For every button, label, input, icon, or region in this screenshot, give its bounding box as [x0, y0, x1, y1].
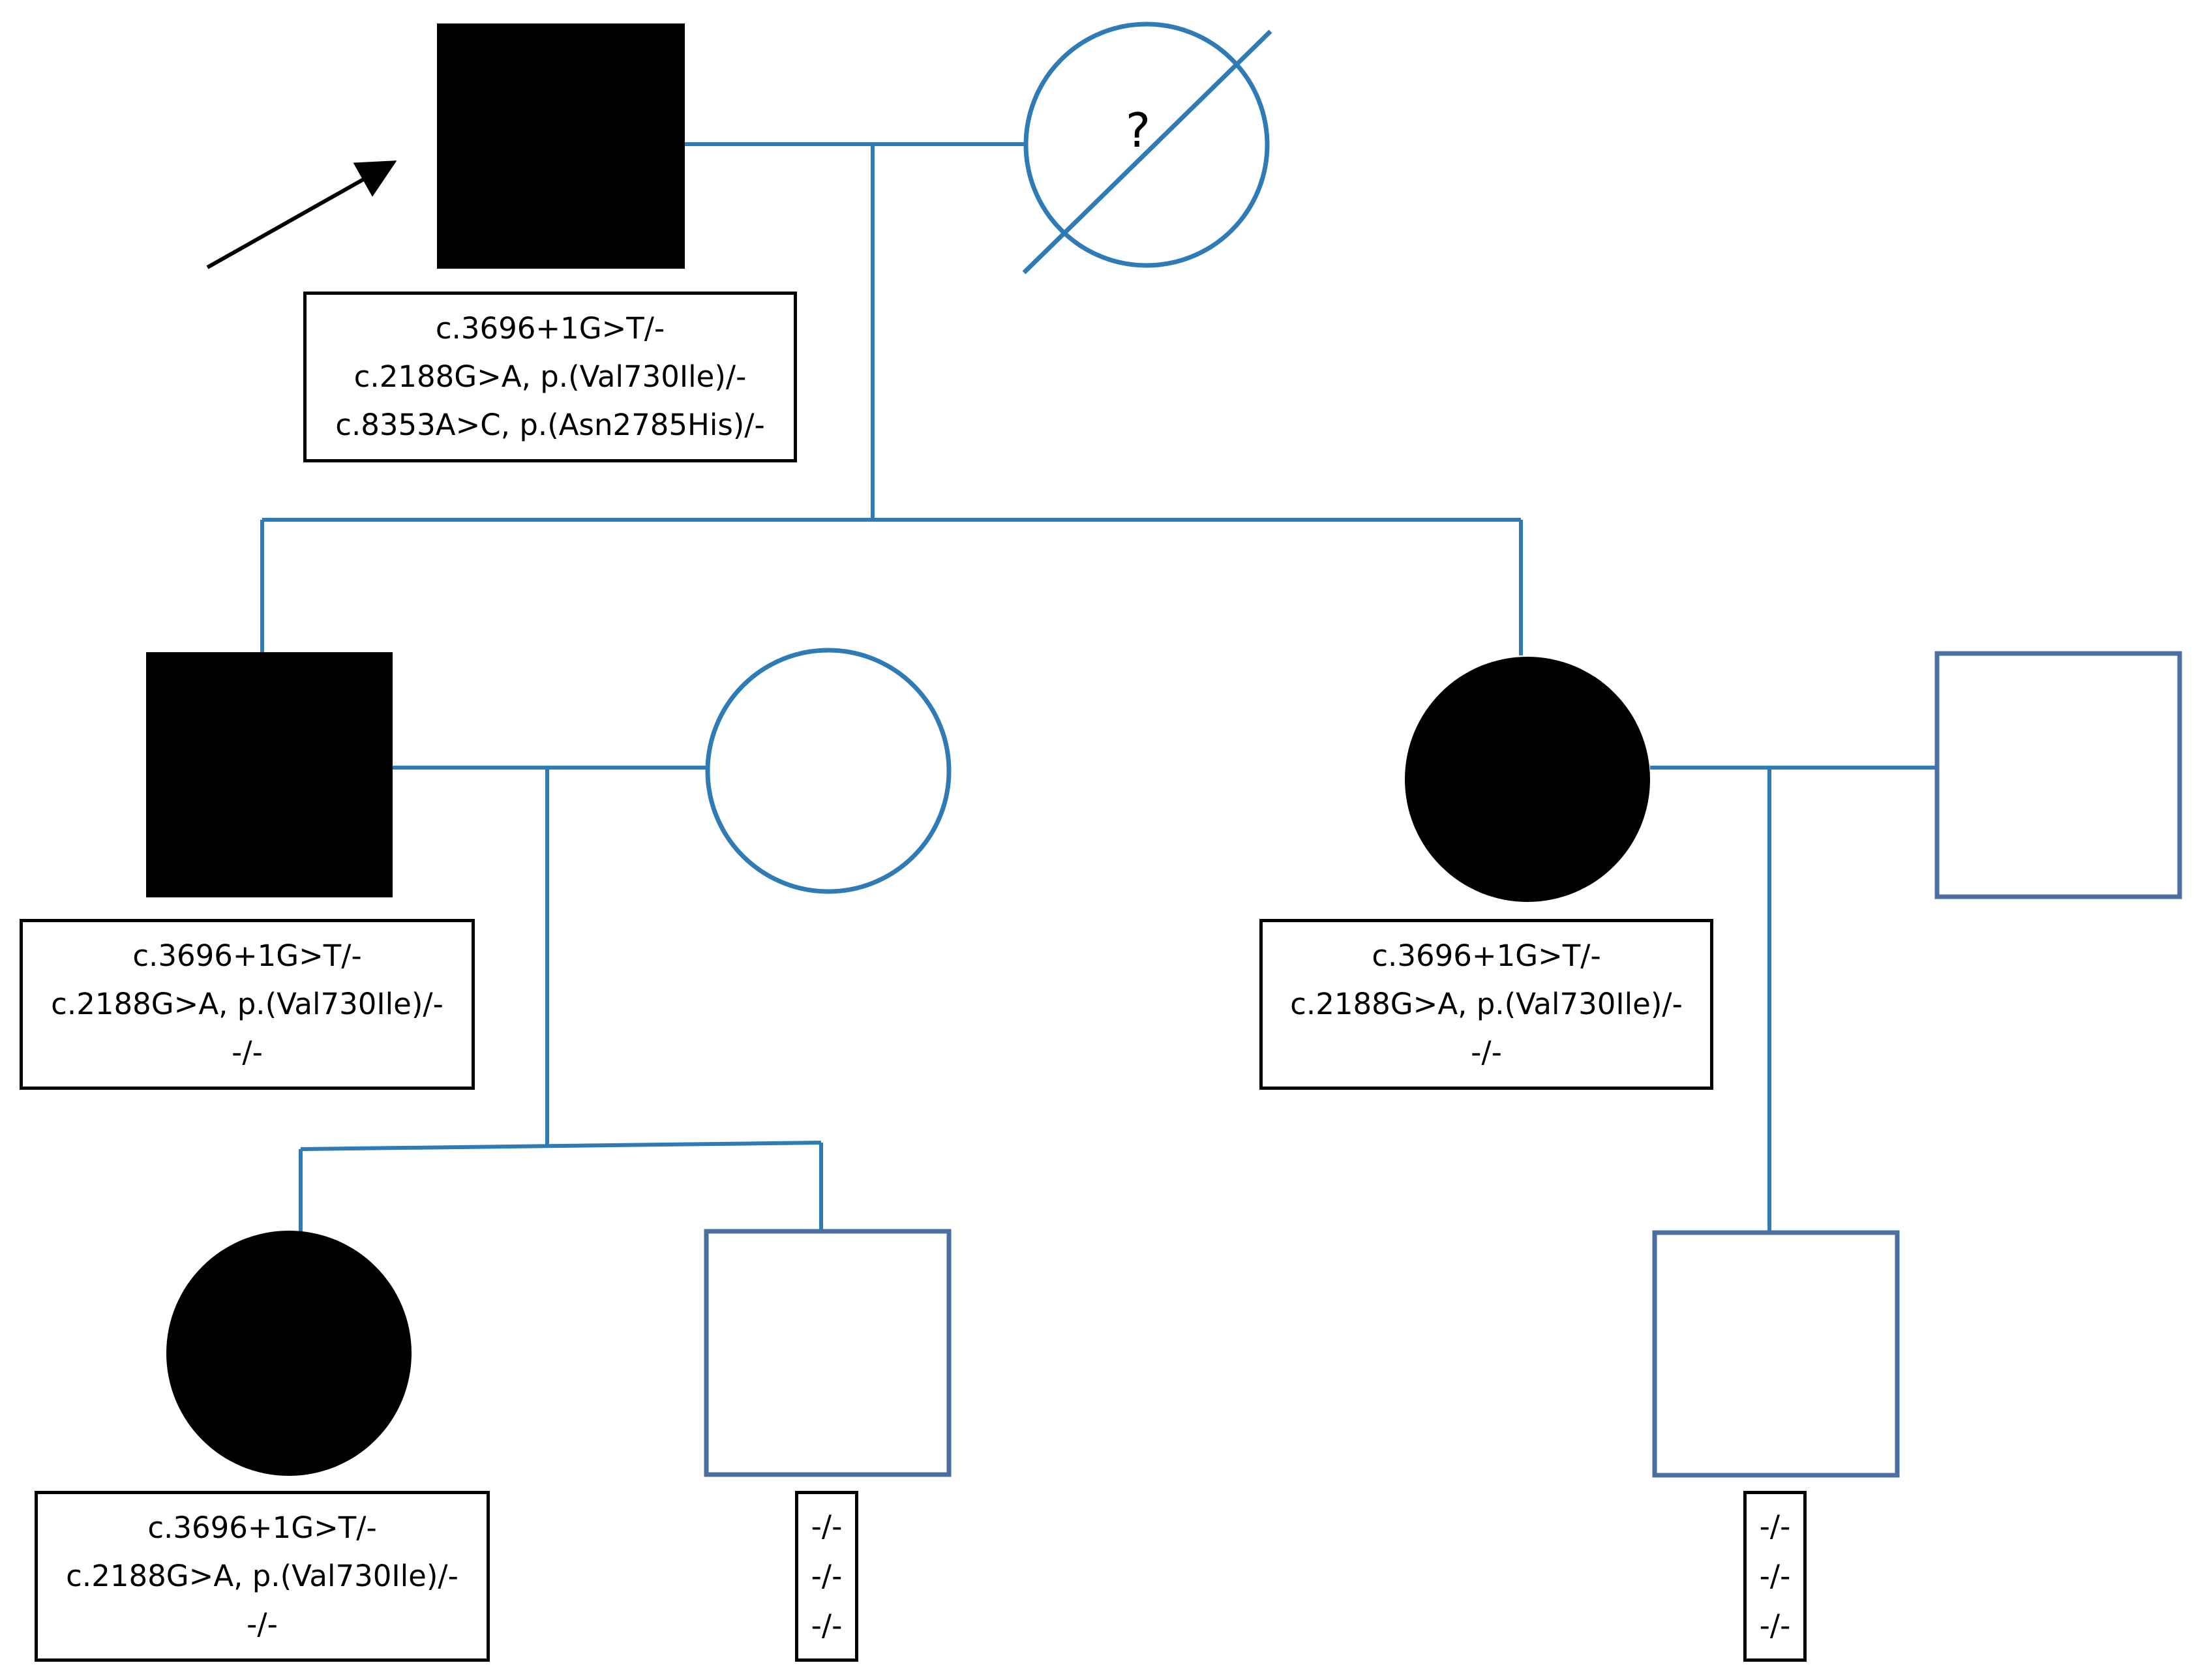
sibship-line-left [300, 1141, 822, 1151]
individual-iii3-unaffected-male [1652, 1230, 1900, 1478]
connectors-family-right [1650, 766, 1937, 1233]
connectors-generation-1 [260, 142, 1523, 655]
genotype-iii1-line-2: c.2188G>A, p.(Val730Ile)/- [66, 1559, 458, 1593]
individual-iii1-affected-female [166, 1231, 412, 1476]
individual-iii2-unaffected-male [704, 1229, 952, 1477]
individual-i1-affected-male [437, 23, 685, 269]
genotype-box-iii3: -/- -/- -/- [1743, 1491, 1807, 1662]
genotype-ii3-line-2: c.2188G>A, p.(Val730Ile)/- [1290, 987, 1683, 1021]
genotype-ii3-line-3: -/- [1471, 1035, 1502, 1070]
genotype-iii1-line-3: -/- [247, 1607, 278, 1642]
genotype-i1-line-3: c.8353A>C, p.(Asn2785His)/- [335, 408, 765, 442]
individual-ii2-unaffected-female [705, 648, 952, 894]
genotype-ii3-line-1: c.3696+1G>T/- [1372, 938, 1601, 973]
genotype-iii3-line-3: -/- [1759, 1608, 1791, 1643]
individual-ii1-affected-male [146, 652, 393, 897]
individual-ii3-affected-female [1405, 657, 1650, 902]
individual-ii4-unaffected-male [1934, 651, 2182, 899]
proband-arrow [206, 160, 397, 269]
genotype-box-ii3: c.3696+1G>T/- c.2188G>A, p.(Val730Ile)/-… [1259, 919, 1713, 1090]
deceased-slash-i2 [1022, 29, 1272, 275]
genotype-iii2-line-1: -/- [811, 1509, 843, 1544]
genotype-ii1-line-1: c.3696+1G>T/- [132, 938, 362, 973]
genotype-box-ii1: c.3696+1G>T/- c.2188G>A, p.(Val730Ile)/-… [20, 919, 475, 1090]
genotype-box-iii1: c.3696+1G>T/- c.2188G>A, p.(Val730Ile)/-… [35, 1491, 490, 1662]
genotype-box-iii2: -/- -/- -/- [795, 1491, 858, 1662]
female-symbol-i2 [1023, 22, 1270, 268]
genotype-iii2-line-3: -/- [811, 1608, 843, 1643]
genotype-iii3-line-1: -/- [1759, 1509, 1791, 1544]
genotype-iii2-line-2: -/- [811, 1559, 843, 1593]
genotype-ii1-line-2: c.2188G>A, p.(Val730Ile)/- [51, 987, 443, 1021]
genotype-iii3-line-2: -/- [1759, 1559, 1791, 1593]
unknown-status-mark: ? [1126, 103, 1150, 158]
genotype-i1-line-2: c.2188G>A, p.(Val730Ile)/- [353, 359, 747, 394]
genotype-i1-line-1: c.3696+1G>T/- [435, 311, 665, 346]
genotype-iii1-line-1: c.3696+1G>T/- [147, 1510, 377, 1545]
individual-i2-deceased-female: ? [1022, 22, 1272, 275]
genotype-box-i1: c.3696+1G>T/- c.2188G>A, p.(Val730Ile)/-… [303, 292, 797, 462]
connectors-family-left [299, 766, 823, 1233]
genotype-ii1-line-3: -/- [232, 1035, 263, 1070]
